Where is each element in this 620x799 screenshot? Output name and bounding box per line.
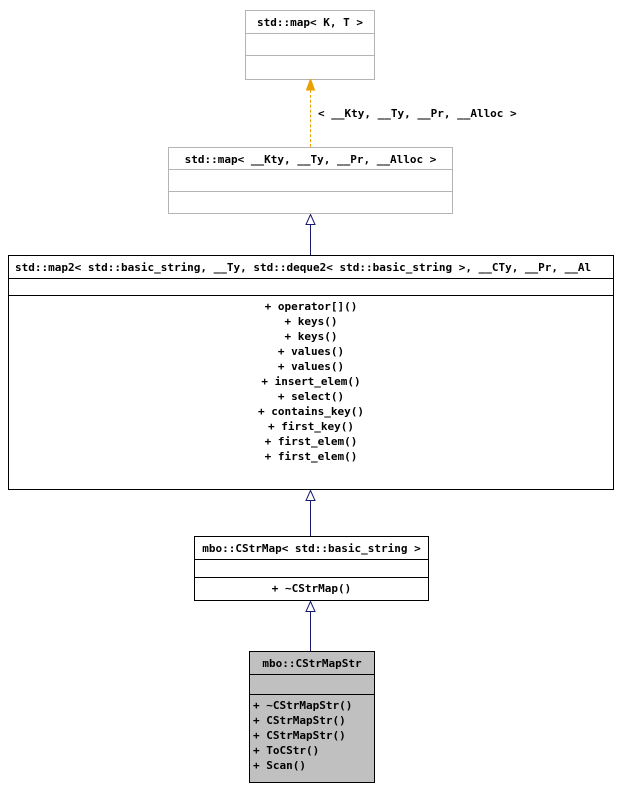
class-name-std-map-kt: std::map< K, T > [257, 16, 363, 29]
method-item: + operator[]() [264, 300, 358, 313]
class-methods-cstrmapstr: + ~CStrMapStr() + CStrMapStr() + CStrMap… [250, 695, 374, 777]
class-separator [246, 55, 374, 57]
method-item: + values() [277, 360, 345, 373]
class-box-std-map2[interactable]: std::map2< std::basic_string, __Ty, std:… [8, 255, 614, 490]
method-item: + CStrMapStr() [253, 729, 346, 742]
method-item: + insert_elem() [261, 375, 361, 388]
class-methods-std-map-kt [246, 56, 374, 79]
class-separator [195, 577, 428, 578]
method-item: + select() [277, 390, 345, 403]
class-name-cstrmap: mbo::CStrMap< std::basic_string > [202, 542, 421, 555]
method-item: + ToCStr() [253, 744, 320, 757]
edge-inheritance-1-arrowhead [305, 214, 316, 225]
edge-inheritance-2-line [310, 500, 311, 536]
class-box-cstrmap[interactable]: mbo::CStrMap< std::basic_string > + ~CSt… [194, 536, 429, 601]
class-separator [250, 694, 374, 695]
class-name-std-map2: std::map2< std::basic_string, __Ty, std:… [15, 261, 592, 274]
class-separator [195, 558, 428, 560]
class-separator [246, 32, 374, 34]
class-attributes-std-map-kty [169, 170, 452, 190]
class-separator [9, 278, 613, 279]
method-item: + keys() [284, 330, 338, 343]
method-item: + ~CStrMapStr() [253, 699, 353, 712]
class-attributes-std-map2 [9, 279, 613, 295]
edge-template-arrowhead [306, 79, 315, 91]
class-methods-std-map-kty [169, 192, 452, 213]
class-box-cstrmapstr[interactable]: mbo::CStrMapStr + ~CStrMapStr() + CStrMa… [249, 651, 375, 783]
method-item: + contains_key() [258, 405, 364, 418]
edge-inheritance-3-line [310, 611, 311, 651]
class-separator [9, 295, 613, 296]
method-item: + first_key() [267, 420, 355, 433]
edge-inheritance-2-arrowhead [305, 490, 316, 501]
class-attributes-cstrmap [195, 560, 428, 577]
method-item: + ~CStrMap() [271, 582, 352, 595]
edge-template-instantiation-line [310, 85, 311, 147]
class-methods-cstrmap: + ~CStrMap() [195, 578, 428, 600]
method-item: + Scan() [253, 759, 306, 772]
method-item: + first_elem() [264, 435, 358, 448]
class-methods-std-map2: + operator[]() + keys() + keys() + value… [9, 296, 613, 468]
class-attributes-std-map-kt [246, 34, 374, 56]
method-item: + first_elem() [264, 450, 358, 463]
class-box-std-map-kty[interactable]: std::map< __Kty, __Ty, __Pr, __Alloc > [168, 147, 453, 214]
class-name-std-map-kty: std::map< __Kty, __Ty, __Pr, __Alloc > [184, 153, 437, 166]
class-separator [250, 674, 374, 675]
method-item: + CStrMapStr() [253, 714, 346, 727]
class-separator [169, 190, 452, 192]
method-item: + values() [277, 345, 345, 358]
class-attributes-cstrmapstr [250, 675, 374, 694]
edge-inheritance-1-line [310, 224, 311, 255]
class-separator [169, 169, 452, 171]
class-name-cstrmapstr: mbo::CStrMapStr [262, 657, 362, 670]
class-box-std-map-kt[interactable]: std::map< K, T > [245, 10, 375, 80]
edge-template-label: < __Kty, __Ty, __Pr, __Alloc > [318, 107, 517, 120]
method-item: + keys() [284, 315, 338, 328]
edge-inheritance-3-arrowhead [305, 601, 316, 612]
